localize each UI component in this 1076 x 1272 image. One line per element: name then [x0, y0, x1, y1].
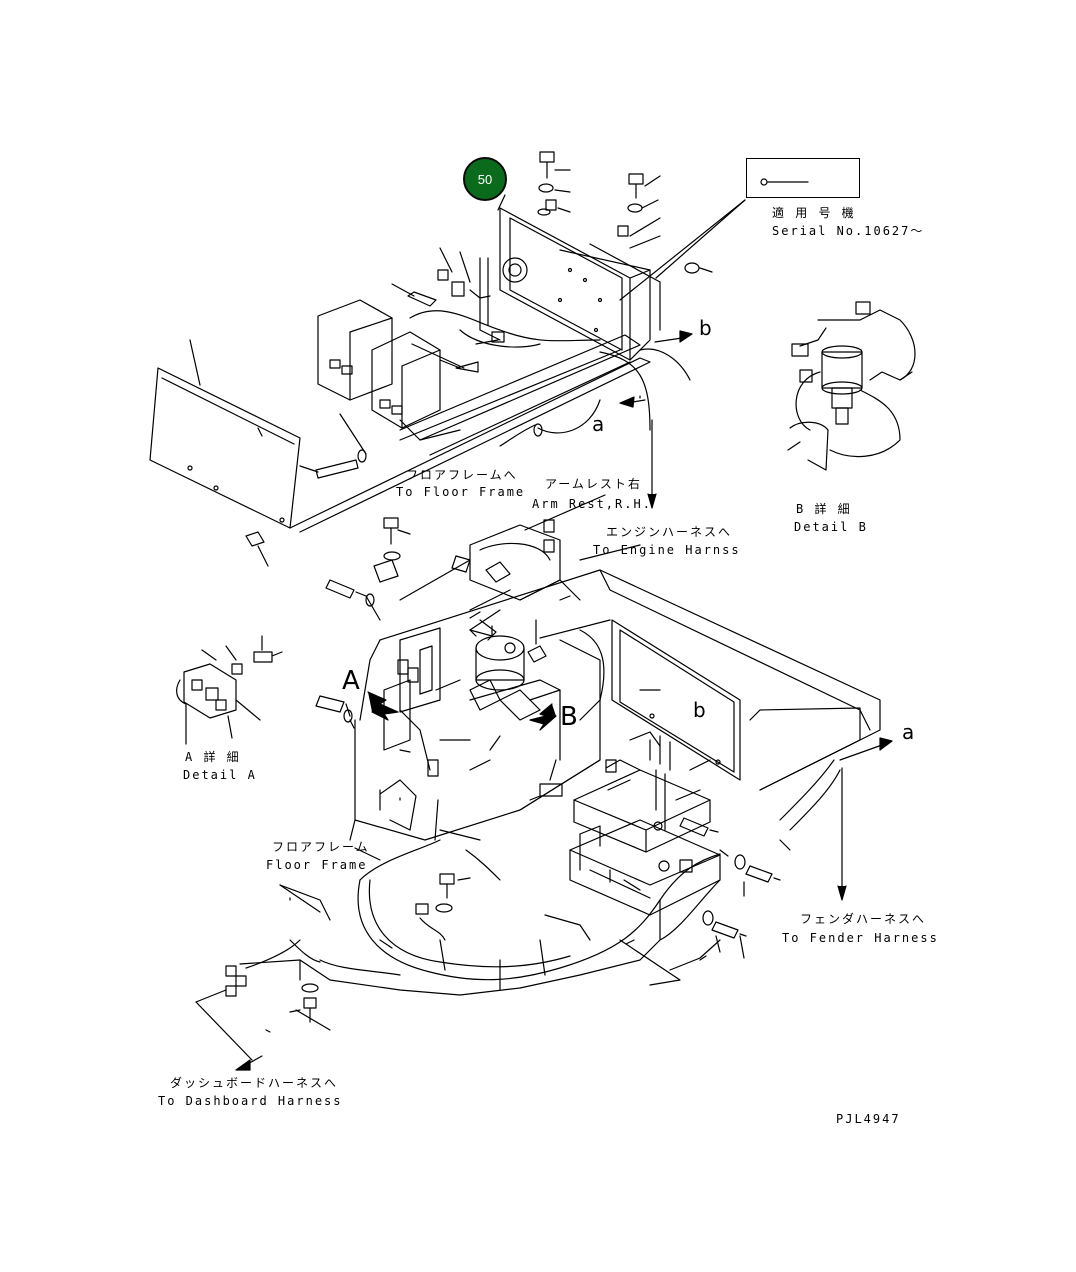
engine-harness-en: To Engine Harnss [593, 543, 741, 557]
lower-left-connectors [195, 873, 471, 1071]
harness-lower [239, 737, 893, 996]
fender-bolts [702, 839, 791, 959]
fender-harness-en: To Fender Harness [782, 931, 939, 945]
mounting-bracket [479, 207, 661, 361]
detail-b-drawing [787, 301, 916, 471]
leader-lines [289, 689, 707, 1031]
harness-upper [409, 310, 693, 509]
marker-b-mid: b [693, 698, 706, 722]
to-floor-frame-jp: フロアフレームへ [406, 468, 518, 482]
part-number-callout[interactable]: 50 [463, 157, 507, 201]
bolts-upper [245, 151, 713, 567]
floor-frame-jp: フロアフレーム [272, 840, 370, 854]
marker-b-top: b [699, 316, 712, 340]
marker-a-top: a [592, 412, 605, 436]
marker-B-big: B [560, 702, 578, 732]
middle-relay-b [469, 609, 561, 721]
serial-note-jp: 適 用 号 機 [772, 206, 856, 220]
floor-frame-en: Floor Frame [266, 858, 368, 872]
dashboard-harness-en: To Dashboard Harness [158, 1094, 343, 1108]
detail-a-drawing [176, 635, 283, 745]
marker-A-big: A [342, 666, 360, 696]
arm-rest-jp: アームレスト右 [545, 477, 642, 491]
relay-boxes [317, 299, 461, 441]
upper-base-panel [289, 334, 651, 533]
console-box [569, 731, 721, 916]
to-floor-frame-en: To Floor Frame [396, 485, 526, 499]
fender-harness-jp: フェンダハーネスへ [800, 912, 927, 926]
arm-rest-en: Arm Rest,R.H. [532, 497, 652, 511]
serial-note-en: Serial No.10627〜 [772, 224, 925, 238]
engine-harness-jp: エンジンハーネスへ [606, 525, 733, 539]
drawing-code: PJL4947 [836, 1112, 901, 1126]
detail-b-en: Detail B [794, 520, 868, 534]
dashboard-harness-jp: ダッシュボードハーネスへ [170, 1076, 339, 1090]
cover-plate [149, 339, 301, 529]
view-arrows [367, 691, 557, 731]
detail-b-jp: B 詳 細 [796, 502, 852, 516]
middle-left-parts [315, 517, 563, 861]
serial-leaders [497, 178, 809, 301]
marker-a-right: a [902, 720, 915, 744]
arm-rest [399, 494, 641, 611]
serial-note-box [746, 158, 860, 198]
detail-a-en: Detail A [183, 768, 257, 782]
callout-number: 50 [477, 171, 493, 187]
detail-a-jp: A 詳 細 [185, 750, 241, 764]
